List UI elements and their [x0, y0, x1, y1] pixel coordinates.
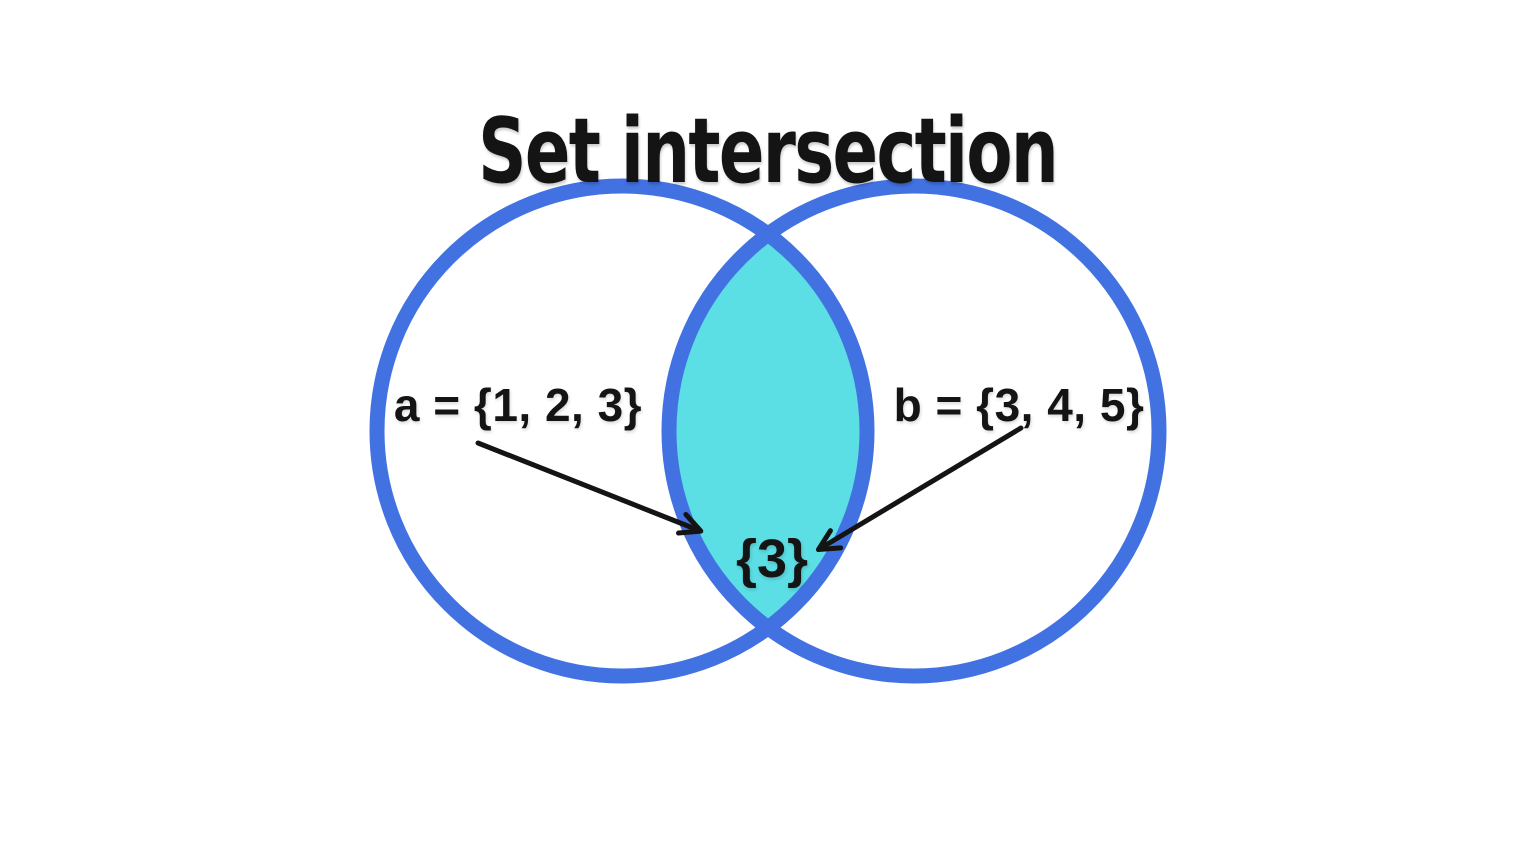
arrow-from-a: [475, 440, 704, 536]
intersection-label: {3}: [735, 529, 809, 589]
circle-a: [369, 178, 875, 684]
arrow-from-b: [815, 425, 1024, 553]
page-title: Set intersection: [0, 107, 1536, 197]
set-b-label: b = {3, 4, 5}: [893, 379, 1145, 431]
page-title-text: Set intersection: [478, 99, 1060, 204]
circle-b: [661, 178, 1167, 684]
set-a-label: a = {1, 2, 3}: [393, 379, 643, 431]
